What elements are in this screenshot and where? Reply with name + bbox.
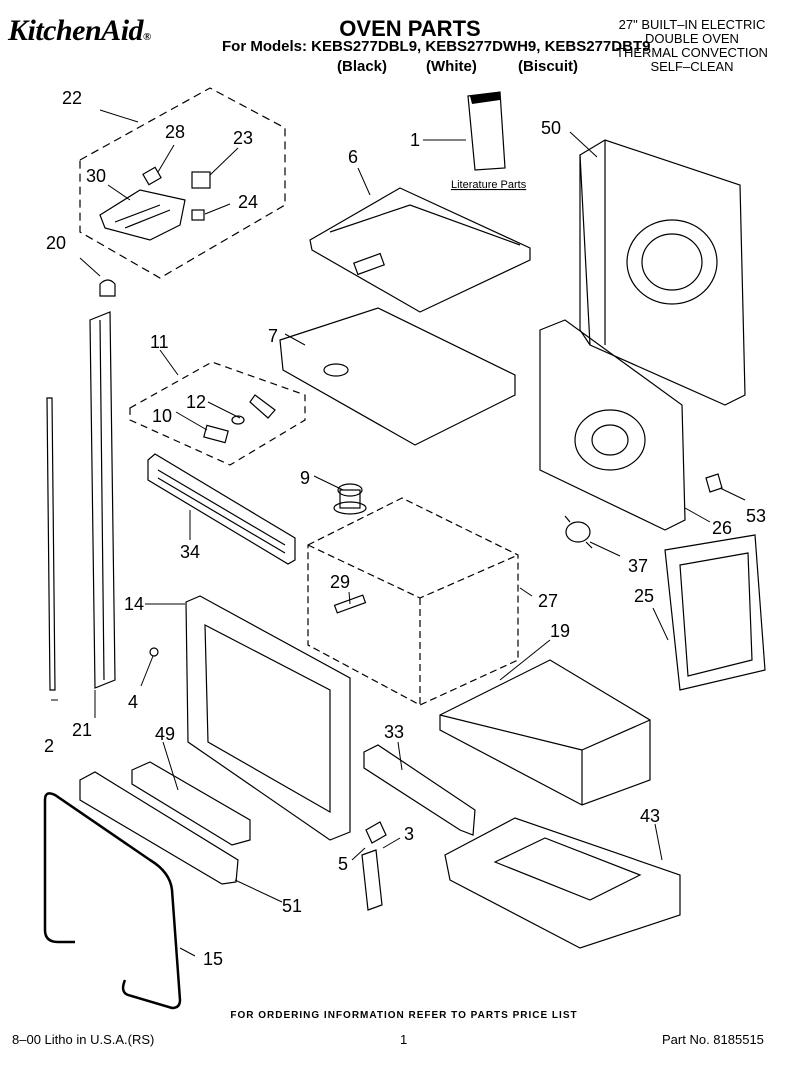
callout-15: 15 bbox=[203, 949, 223, 969]
callout-23: 23 bbox=[233, 128, 253, 148]
part-25-front-frame bbox=[664, 534, 766, 691]
description-line: 27" BUILT–IN ELECTRIC bbox=[618, 17, 766, 32]
callout-51: 51 bbox=[282, 896, 302, 916]
callout-37: 37 bbox=[628, 556, 648, 576]
callout-19: 19 bbox=[550, 621, 570, 641]
part-10-lens bbox=[203, 424, 229, 444]
part-21-side-trim bbox=[89, 311, 116, 689]
part-number: Part No. 8185515 bbox=[662, 1032, 764, 1047]
part-1-literature bbox=[467, 91, 506, 171]
part-50-rear-panel bbox=[579, 139, 746, 406]
callout-9: 9 bbox=[300, 468, 310, 488]
part-43-drip-tray bbox=[444, 817, 681, 949]
part-6-shield bbox=[309, 187, 531, 313]
literature-parts-label: Literature Parts bbox=[451, 179, 527, 191]
part-20-cap bbox=[99, 279, 116, 297]
brand-logo: KitchenAid® bbox=[8, 14, 151, 47]
part-4-screw bbox=[149, 647, 159, 657]
callout-53: 53 bbox=[746, 506, 766, 526]
description-line: DOUBLE OVEN bbox=[645, 31, 739, 46]
callout-7: 7 bbox=[268, 326, 278, 346]
litho-info: 8–00 Litho in U.S.A.(RS) bbox=[12, 1032, 155, 1047]
part-30-bracket bbox=[99, 189, 186, 241]
callout-10: 10 bbox=[152, 406, 172, 426]
part-12-bulb bbox=[231, 415, 245, 425]
callout-1: 1 bbox=[410, 130, 420, 150]
callout-30: 30 bbox=[86, 166, 106, 186]
callout-5: 5 bbox=[338, 854, 348, 874]
order-info: FOR ORDERING INFORMATION REFER TO PARTS … bbox=[230, 1010, 578, 1021]
part-27-oven-cavity bbox=[307, 497, 519, 706]
callout-49: 49 bbox=[155, 724, 175, 744]
product-description: 27" BUILT–IN ELECTRIC DOUBLE OVEN THERMA… bbox=[604, 18, 780, 74]
part-9-fan-motor bbox=[333, 483, 367, 515]
callout-27: 27 bbox=[538, 591, 558, 611]
part-26-fan-cover bbox=[539, 319, 686, 531]
part-22-control-group bbox=[79, 87, 286, 279]
callout-14: 14 bbox=[124, 594, 144, 614]
color-biscuit: (Biscuit) bbox=[518, 58, 578, 75]
part-23-switch bbox=[191, 171, 211, 189]
callout-4: 4 bbox=[128, 692, 138, 712]
callout-34: 34 bbox=[180, 542, 200, 562]
part-28-switch bbox=[142, 166, 162, 186]
part-19-bottom-panel bbox=[439, 659, 651, 806]
color-black: (Black) bbox=[337, 58, 388, 75]
part-53-clip bbox=[705, 473, 723, 493]
part-5-bracket bbox=[361, 849, 383, 911]
callout-3: 3 bbox=[404, 824, 414, 844]
color-white: (White) bbox=[426, 58, 477, 75]
part-2-trim bbox=[46, 397, 56, 691]
callout-22: 22 bbox=[62, 88, 82, 108]
callout-26: 26 bbox=[712, 518, 732, 538]
part-34-vent bbox=[147, 453, 296, 565]
page-title: OVEN PARTS bbox=[339, 16, 481, 41]
callout-numbers: 1 2 3 4 5 6 7 9 10 11 12 14 15 19 20 21 … bbox=[44, 88, 766, 969]
callout-25: 25 bbox=[634, 586, 654, 606]
callout-20: 20 bbox=[46, 233, 66, 253]
part-29-element bbox=[333, 594, 367, 614]
description-line: THERMAL CONVECTION bbox=[616, 45, 768, 60]
part-24-connector bbox=[191, 209, 205, 221]
part-14-front-frame bbox=[185, 595, 351, 841]
part-15-door-gasket bbox=[43, 792, 182, 1010]
callout-21: 21 bbox=[72, 720, 92, 740]
callout-12: 12 bbox=[186, 392, 206, 412]
part-7-top-panel bbox=[279, 307, 516, 446]
part-49-trim bbox=[131, 761, 251, 846]
part-37-thermostat bbox=[564, 515, 593, 549]
callout-28: 28 bbox=[165, 122, 185, 142]
part-3-bracket bbox=[365, 821, 387, 844]
description-line: SELF–CLEAN bbox=[650, 59, 734, 74]
callout-11: 11 bbox=[150, 332, 169, 352]
callout-43: 43 bbox=[640, 806, 660, 826]
leader-lines bbox=[51, 109, 746, 957]
callout-29: 29 bbox=[330, 572, 350, 592]
callout-24: 24 bbox=[238, 192, 258, 212]
callout-50: 50 bbox=[541, 118, 561, 138]
part-51-vent-trim bbox=[79, 771, 239, 885]
callout-6: 6 bbox=[348, 147, 358, 167]
callout-33: 33 bbox=[384, 722, 404, 742]
page-number: 1 bbox=[400, 1032, 408, 1047]
part-11-light-group bbox=[129, 361, 306, 466]
part-33-rail bbox=[363, 744, 476, 836]
callout-2: 2 bbox=[44, 736, 54, 756]
model-list: For Models: KEBS277DBL9, KEBS277DWH9, KE… bbox=[222, 38, 651, 55]
